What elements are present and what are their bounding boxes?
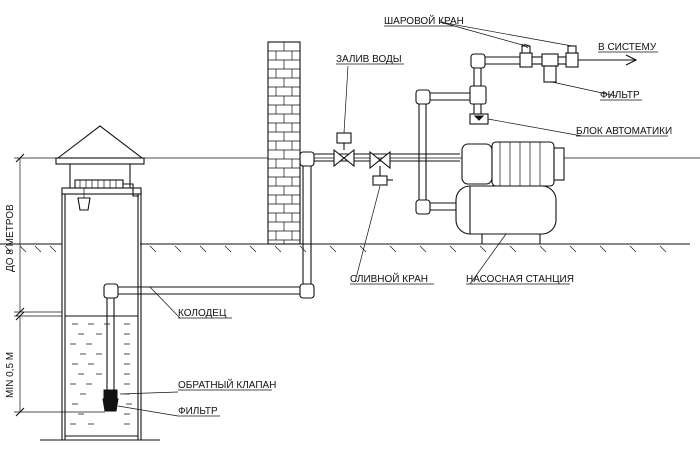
label-pump-station: НАСОСНАЯ СТАНЦИЯ xyxy=(466,274,574,285)
leader-lines xyxy=(117,21,617,417)
well-roof xyxy=(55,125,145,211)
label-check-valve: ОБРАТНЫЙ КЛАПАН xyxy=(178,378,276,391)
label-ball-valve: ШАРОВОЙ КРАН xyxy=(384,14,464,27)
label-filter-top: ФИЛЬТР xyxy=(600,90,640,101)
pump-station xyxy=(455,141,565,244)
water-texture xyxy=(70,323,132,425)
filter-top xyxy=(532,53,566,83)
ground-surface xyxy=(0,243,690,441)
label-drain-valve: СЛИВНОЙ КРАН xyxy=(350,272,428,285)
label-depth-to: ДО 8 МЕТРОВ xyxy=(5,204,16,272)
discharge-pipe xyxy=(415,53,520,215)
label-filter-bottom: ФИЛЬТР xyxy=(178,406,218,417)
label-min-depth: MIN 0,5 М xyxy=(5,352,16,398)
ball-valve-1 xyxy=(519,45,533,68)
depth-dimension xyxy=(14,153,700,417)
label-water-fill: ЗАЛИВ ВОДЫ xyxy=(336,54,402,65)
well-shaft xyxy=(61,190,142,440)
label-to-system: В СИСТЕМУ xyxy=(598,42,657,53)
fill-valve xyxy=(333,132,355,168)
label-well: КОЛОДЕЦ xyxy=(178,308,227,319)
label-automation-block: БЛОК АВТОМАТИКИ xyxy=(576,126,672,137)
brick-mortar xyxy=(268,42,300,244)
brick-wall xyxy=(267,41,301,245)
drain-valve xyxy=(369,150,393,186)
check-valve xyxy=(102,389,119,412)
